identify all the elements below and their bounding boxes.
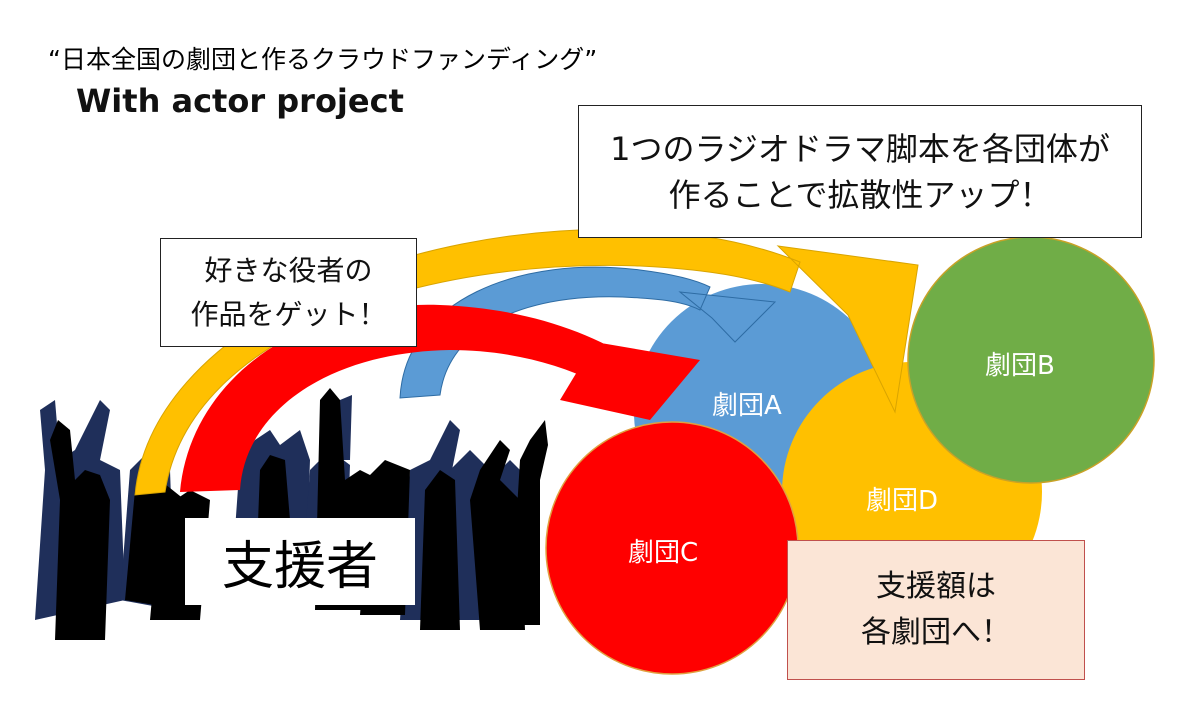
spread-line-1: 1つのラジオドラマ脚本を各団体が — [610, 129, 1110, 168]
troupe-b-label: 劇団B — [985, 351, 1055, 381]
troupe-c-label: 劇団C — [628, 538, 699, 568]
red-arrow — [180, 304, 700, 492]
get-line-1: 好きな役者の — [204, 253, 373, 287]
funds-line-1: 支援額は — [876, 569, 996, 604]
get-works-callout: 好きな役者の作品をゲット！ — [160, 238, 417, 347]
page-title: “日本全国の劇団と作るクラウドファンディング” — [48, 45, 598, 74]
troupe-d-label: 劇団D — [866, 486, 939, 516]
page-subtitle: With actor project — [76, 82, 404, 120]
funds-callout: 支援額は各劇団へ！ — [787, 540, 1085, 680]
troupe-a-label: 劇団A — [712, 391, 782, 421]
spread-callout: 1つのラジオドラマ脚本を各団体が作ることで拡散性アップ！ — [578, 105, 1142, 238]
supporters-label: 支援者 — [185, 518, 415, 605]
spread-line-2: 作ることで拡散性アップ！ — [668, 175, 1052, 214]
funds-line-2: 各劇団へ！ — [861, 615, 1011, 650]
get-line-2: 作品をゲット！ — [190, 297, 387, 331]
